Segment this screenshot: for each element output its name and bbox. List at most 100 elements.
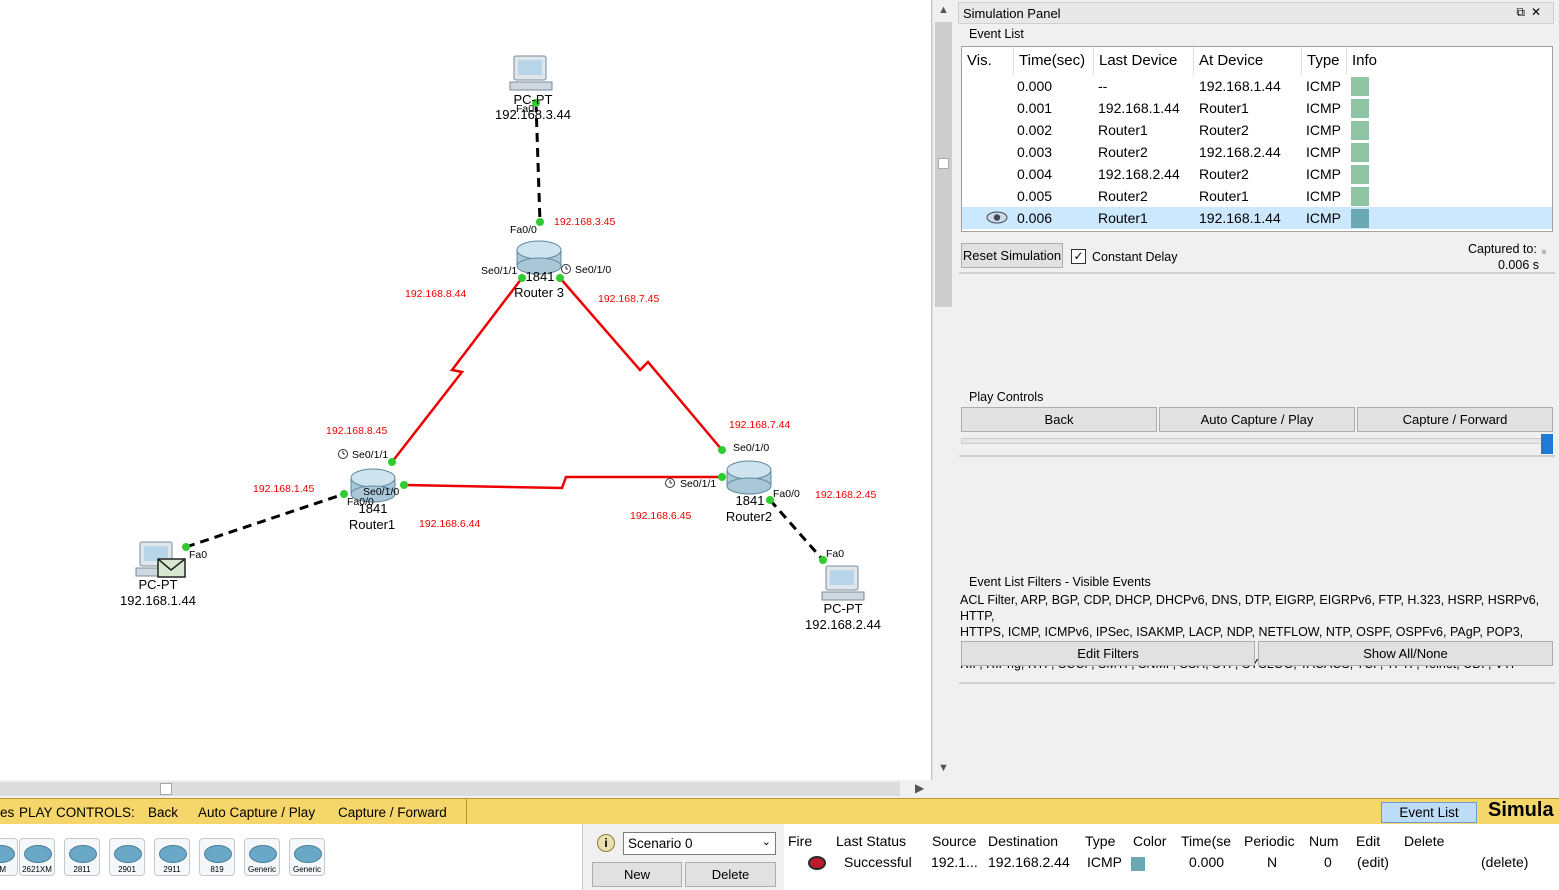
event-info-button[interactable]: [1351, 99, 1369, 118]
constant-delay-checkbox[interactable]: ✓: [1071, 249, 1086, 264]
filters-label: Event List Filters - Visible Events: [969, 575, 1151, 589]
pdu-row[interactable]: [804, 854, 1559, 876]
bar-back-button[interactable]: Back: [148, 805, 179, 820]
divider: [959, 682, 1555, 684]
r3-se1-port-label: Se0/1/1: [481, 265, 517, 277]
router-icon: [114, 845, 142, 863]
simulation-panel: Simulation Panel ⧉✕ Event List Vis. Time…: [956, 0, 1559, 798]
constant-delay-label: Constant Delay: [1092, 250, 1178, 264]
topology-canvas[interactable]: PC-PT 192.168.3.44 1841 Router 3 1841 Ro…: [0, 0, 932, 780]
event-time: 0.004: [1017, 166, 1053, 182]
device-router-xm[interactable]: XM: [0, 838, 18, 876]
column-header-at-device[interactable]: At Device: [1194, 47, 1302, 75]
event-row[interactable]: 0.005 Router2 Router1 ICMP: [962, 185, 1552, 207]
device-router-2901[interactable]: 2901: [109, 838, 145, 876]
column-header-type[interactable]: Type: [1302, 47, 1347, 75]
event-type: ICMP: [1306, 188, 1341, 204]
auto-capture-play-button[interactable]: Auto Capture / Play: [1159, 407, 1355, 432]
event-info-button[interactable]: [1351, 165, 1369, 184]
link-pc1-router1: [185, 492, 345, 549]
column-header-time: Time(se: [1181, 833, 1232, 849]
pdu-source: 192.1...: [931, 854, 978, 870]
device-router-2811[interactable]: 2811: [64, 838, 100, 876]
r2-fa-port-label: Fa0/0: [773, 488, 800, 500]
device-router-generic[interactable]: Generic: [289, 838, 325, 876]
new-scenario-button[interactable]: New: [592, 862, 682, 887]
router1-icon[interactable]: [350, 468, 396, 503]
workspace-vertical-scrollbar[interactable]: ▲ ▼: [932, 0, 954, 780]
event-row[interactable]: 0.004 192.168.2.44 Router2 ICMP: [962, 163, 1552, 185]
event-row[interactable]: 0.003 Router2 192.168.2.44 ICMP: [962, 141, 1552, 163]
column-header-vis[interactable]: Vis.: [962, 47, 1014, 75]
event-row[interactable]: 0.002 Router1 Router2 ICMP: [962, 119, 1552, 141]
router2-icon[interactable]: [726, 460, 772, 495]
logical-workspace[interactable]: PC-PT 192.168.3.44 1841 Router 3 1841 Ro…: [0, 0, 932, 780]
scenario-select[interactable]: Scenario 0 ⌄: [623, 832, 776, 855]
column-header-source: Source: [932, 833, 977, 849]
filters-line: ACL Filter, ARP, BGP, CDP, DHCP, DHCPv6,…: [960, 593, 1540, 623]
r1-se1-ip-label: 192.168.8.45: [326, 425, 387, 437]
eye-icon[interactable]: [986, 211, 1008, 224]
event-row-selected[interactable]: 0.006 Router1 192.168.1.44 ICMP: [962, 207, 1552, 229]
asterisk-icon: *: [1541, 246, 1547, 263]
column-header-last-status: Last Status: [836, 833, 907, 849]
event-time: 0.003: [1017, 144, 1053, 160]
close-icon[interactable]: ✕: [1530, 5, 1547, 19]
reset-simulation-button[interactable]: Reset Simulation: [961, 243, 1063, 268]
scroll-right-icon[interactable]: ▶: [915, 781, 925, 795]
column-header-info[interactable]: Info: [1352, 52, 1378, 69]
fire-button-icon[interactable]: [808, 856, 826, 870]
router3-icon[interactable]: [516, 240, 562, 275]
column-header-last-device[interactable]: Last Device: [1094, 47, 1194, 75]
scroll-down-icon[interactable]: ▼: [938, 762, 949, 774]
workspace-horizontal-scrollbar[interactable]: ▶: [0, 780, 932, 798]
column-header-periodic: Periodic: [1244, 833, 1295, 849]
event-info-button[interactable]: [1351, 121, 1369, 140]
back-button[interactable]: Back: [961, 407, 1157, 432]
event-list-table[interactable]: Vis. Time(sec) Last Device At Device Typ…: [961, 46, 1553, 232]
r3-fa-ip-label: 192.168.3.45: [554, 216, 615, 228]
pdu-delete-link[interactable]: (delete): [1481, 854, 1529, 870]
event-row[interactable]: 0.001 192.168.1.44 Router1 ICMP: [962, 97, 1552, 119]
pc3-icon[interactable]: [509, 55, 553, 91]
scroll-up-icon[interactable]: ▲: [938, 4, 949, 16]
delete-scenario-button[interactable]: Delete: [685, 862, 776, 887]
capture-forward-button[interactable]: Capture / Forward: [1357, 407, 1553, 432]
event-info-button[interactable]: [1351, 187, 1369, 206]
r3-se1-ip-label: 192.168.8.44: [405, 288, 466, 300]
event-type: ICMP: [1306, 78, 1341, 94]
captured-to-label: Captured to:: [1468, 242, 1537, 256]
event-type: ICMP: [1306, 166, 1341, 182]
bar-capture-forward-button[interactable]: Capture / Forward: [338, 805, 447, 820]
serial-link-r3-r1: [391, 277, 523, 463]
device-router-819[interactable]: 819: [199, 838, 235, 876]
column-header-time[interactable]: Time(sec): [1014, 47, 1094, 75]
speed-slider-handle[interactable]: [1541, 434, 1553, 454]
scroll-thumb[interactable]: [0, 782, 900, 796]
device-router-generic[interactable]: Generic: [244, 838, 280, 876]
speed-slider-track[interactable]: [961, 438, 1553, 444]
envelope-pdu-icon[interactable]: [157, 558, 186, 578]
simulation-mode-label[interactable]: Simula: [1488, 799, 1554, 821]
info-icon[interactable]: i: [597, 834, 615, 852]
event-type: ICMP: [1306, 144, 1341, 160]
event-list-toggle-button[interactable]: Event List: [1381, 802, 1477, 823]
event-last-device: Router2: [1098, 144, 1148, 160]
show-all-none-button[interactable]: Show All/None: [1258, 641, 1553, 666]
device-router-2911[interactable]: 2911: [154, 838, 190, 876]
pdu-edit-link[interactable]: (edit): [1357, 854, 1389, 870]
event-last-device: 192.168.2.44: [1098, 166, 1180, 182]
router1-model-label: 1841: [359, 501, 388, 516]
event-info-button[interactable]: [1351, 77, 1369, 96]
device-router-2621xm[interactable]: 2621XM: [19, 838, 55, 876]
bar-auto-capture-button[interactable]: Auto Capture / Play: [198, 805, 316, 820]
column-header-color: Color: [1133, 833, 1167, 849]
event-type: ICMP: [1306, 122, 1341, 138]
event-info-button[interactable]: [1351, 209, 1369, 228]
event-row[interactable]: 0.000 -- 192.168.1.44 ICMP: [962, 75, 1552, 97]
link-pc3-router3: [534, 102, 542, 223]
pc2-icon[interactable]: [821, 565, 865, 601]
edit-filters-button[interactable]: Edit Filters: [961, 641, 1255, 666]
event-info-button[interactable]: [1351, 143, 1369, 162]
restore-icon[interactable]: ⧉: [1516, 5, 1531, 19]
